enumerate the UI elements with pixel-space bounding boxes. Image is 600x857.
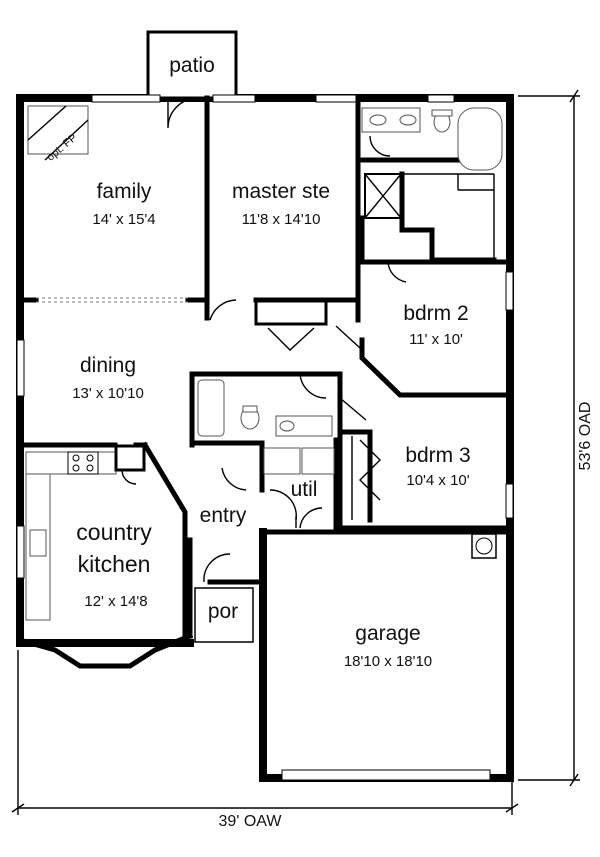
bdrm2-label: bdrm 2	[403, 302, 468, 325]
dimension-lines	[11, 89, 580, 815]
dining-dim: 13' x 10'10	[72, 385, 144, 402]
bdrm2-dim: 11' x 10'	[409, 331, 463, 348]
interior-walls	[16, 95, 513, 669]
master-dim: 11'8 x 14'10	[242, 211, 321, 228]
master-label: master ste	[232, 180, 330, 203]
depth-dimension-label: 53'6 OAD	[577, 402, 594, 471]
dining-label: dining	[80, 354, 136, 377]
kitchen-label-1: country	[76, 519, 152, 545]
util-label: util	[291, 478, 318, 501]
entry-label: entry	[200, 504, 247, 527]
garage-dim: 18'10 x 18'10	[344, 653, 432, 670]
bdrm3-dim: 10'4 x 10'	[406, 472, 469, 489]
opt-fp-label: opt. FP	[45, 132, 80, 164]
doors	[121, 97, 407, 583]
kitchen-dim: 12' x 14'8	[84, 593, 147, 610]
windows	[16, 94, 514, 781]
bdrm3-label: bdrm 3	[405, 444, 470, 467]
kitchen-label-2: kitchen	[78, 551, 151, 577]
width-dimension-label: 39' OAW	[219, 813, 283, 830]
family-label: family	[97, 180, 152, 203]
family-dim: 14' x 15'4	[92, 211, 155, 228]
por-label: por	[208, 600, 238, 623]
garage-label: garage	[355, 622, 420, 645]
patio-label: patio	[169, 54, 215, 77]
